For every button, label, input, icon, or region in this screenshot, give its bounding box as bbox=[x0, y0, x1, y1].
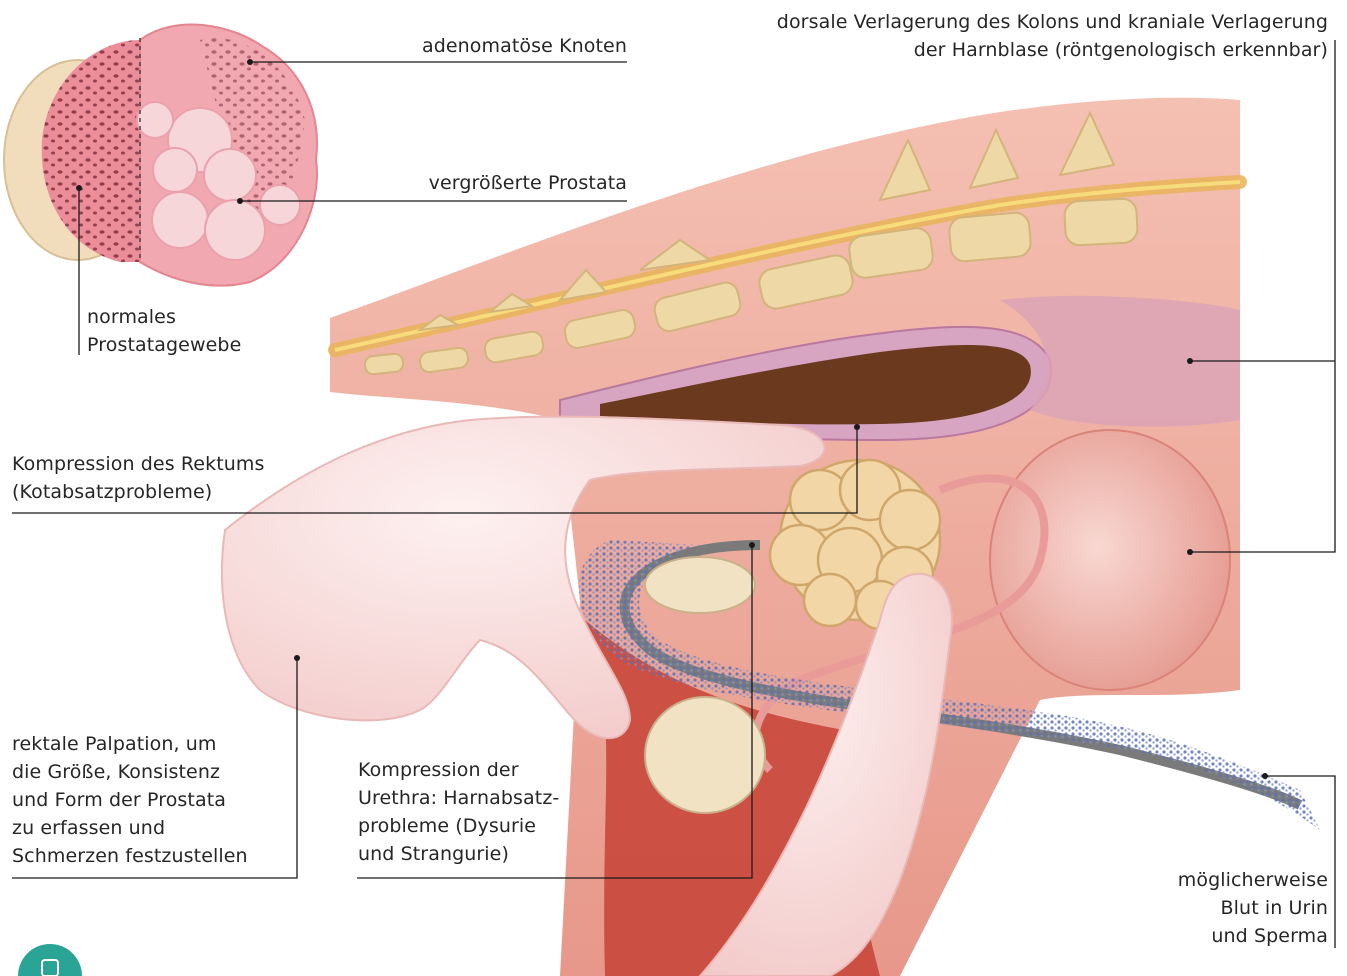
prostate-cross-section bbox=[4, 25, 317, 286]
label-adenomatous-nodes: adenomatöse Knoten bbox=[380, 32, 627, 60]
label-normal-tissue: normales Prostatagewebe bbox=[87, 303, 287, 359]
label-rectum-compression: Kompression des Rektums (Kotabsatzproble… bbox=[12, 450, 312, 506]
label-colon-bladder: dorsale Verlagerung des Kolons und krani… bbox=[720, 8, 1328, 64]
label-blood: möglicherweise Blut in Urin und Sperma bbox=[1130, 866, 1328, 950]
label-urethra-compression: Kompression der Urethra: Harnabsatz- pro… bbox=[358, 756, 578, 868]
label-enlarged-prostate: vergrößerte Prostata bbox=[380, 169, 627, 197]
label-rectal-palpation: rektale Palpation, um die Größe, Konsist… bbox=[12, 730, 292, 870]
testis-epididymis bbox=[645, 557, 755, 613]
phone-icon bbox=[18, 944, 82, 976]
testis bbox=[645, 697, 765, 813]
urinary-bladder bbox=[990, 430, 1230, 690]
